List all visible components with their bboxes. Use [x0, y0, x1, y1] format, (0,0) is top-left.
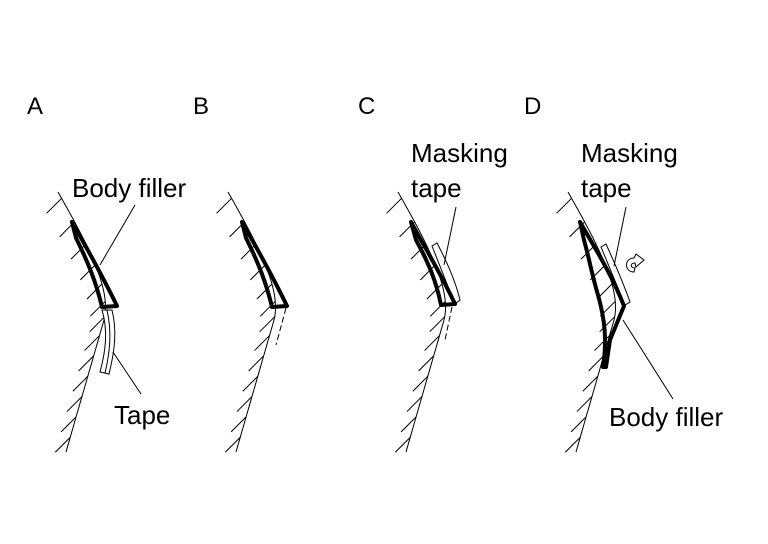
feather-line-c: [444, 306, 453, 341]
surface-hatch-b: [224, 436, 241, 453]
leader-body-filler-a: [99, 204, 136, 266]
label-tape-d: tape: [581, 173, 632, 203]
curved-arrow-icon: [626, 253, 645, 273]
surface-line-c: [397, 191, 447, 453]
surface-hatch-d: [599, 316, 616, 333]
surface-hatch-a: [80, 264, 96, 281]
masking-tape-d: [600, 243, 631, 306]
surface-hatch-a: [66, 396, 83, 412]
surface-hatch-d: [564, 436, 581, 453]
surface-hatch-a: [72, 375, 89, 392]
label-body-filler-d: Body filler: [609, 402, 723, 432]
surface-hatch-c: [412, 375, 429, 392]
panel-label-d: D: [524, 93, 541, 120]
surface-hatch-b: [256, 283, 273, 300]
surface-hatch-d: [576, 396, 593, 412]
leader-masking-tape-c: [443, 206, 457, 266]
surface-hatch-b: [250, 264, 266, 281]
surface-hatch-c: [429, 316, 446, 333]
label-masking-c: Masking: [411, 138, 508, 168]
surface-hatch-a: [70, 243, 87, 260]
panel-label-b: B: [193, 93, 209, 120]
surface-hatch-c: [418, 355, 435, 372]
surface-hatch-d: [582, 375, 599, 392]
surface-hatch-c: [386, 197, 402, 214]
surface-hatch-a: [84, 335, 100, 351]
surface-hatch-c: [420, 264, 436, 281]
leader-masking-tape-d: [613, 206, 627, 267]
surface-hatch-c: [400, 416, 417, 433]
label-tape-a: Tape: [114, 400, 170, 430]
body-filler-b: [240, 220, 289, 309]
leader-body-filler-d: [622, 319, 674, 400]
label-body-filler-a: Body filler: [72, 173, 186, 203]
surface-hatch-c: [406, 396, 423, 412]
masking-tape-c: [431, 242, 461, 305]
surface-hatch-b: [242, 375, 259, 392]
surface-hatch-b: [236, 396, 253, 412]
surface-hatch-b: [230, 416, 247, 433]
surface-hatch-c: [394, 436, 411, 453]
feather-line-b: [275, 307, 287, 346]
tape-a: [99, 309, 116, 375]
body-filler-d: [578, 220, 626, 369]
surface-hatch-a: [60, 416, 77, 433]
surface-hatch-c: [426, 283, 443, 300]
surface-hatch-d: [570, 416, 587, 433]
label-masking-d: Masking: [581, 138, 678, 168]
surface-hatch-d: [588, 355, 605, 372]
label-tape-c: tape: [411, 173, 462, 203]
surface-line-d: [567, 191, 617, 453]
surface-hatch-a: [46, 197, 62, 214]
surface-hatch-a: [78, 355, 95, 372]
surface-hatch-b: [240, 243, 257, 260]
body-filler-a: [70, 220, 119, 309]
surface-hatch-d: [594, 335, 610, 351]
surface-hatch-a: [86, 283, 103, 300]
surface-hatch-c: [424, 335, 440, 351]
surface-hatch-b: [216, 197, 232, 214]
surface-hatch-a: [54, 436, 71, 453]
surface-hatch-b: [248, 355, 265, 372]
panel-label-a: A: [27, 93, 43, 120]
panel-label-c: C: [358, 93, 375, 120]
body-filler-c: [409, 220, 457, 307]
surface-hatch-a: [89, 316, 106, 333]
surface-hatch-b: [259, 316, 276, 333]
leader-tape-a: [112, 351, 142, 395]
surface-hatch-d: [556, 197, 572, 214]
surface-hatch-b: [254, 335, 270, 351]
